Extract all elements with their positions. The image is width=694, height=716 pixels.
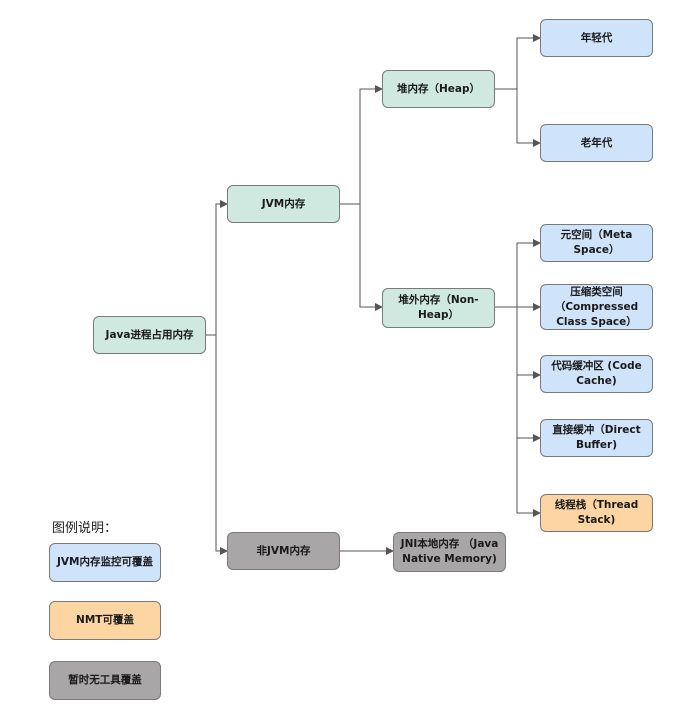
node-non-jvm-memory: 非JVM内存	[227, 532, 340, 570]
edge-heap-young	[495, 34, 541, 90]
edge-nonheap-code	[516, 307, 541, 379]
node-thread-stack: 线程栈（Thread Stack)	[540, 494, 653, 532]
edge-heap-old	[516, 89, 541, 147]
node-java-process-memory: Java进程占用内存	[93, 316, 206, 354]
node-metaspace: 元空间（Meta Space）	[540, 224, 653, 262]
edge-jvm-heap	[340, 85, 383, 205]
node-jni-native-memory: JNI本地内存 （Java Native Memory)	[393, 532, 506, 572]
node-heap: 堆内存（Heap）	[382, 70, 495, 108]
edge-root-nonjvm	[215, 335, 228, 555]
legend-title: 图例说明：	[52, 521, 118, 536]
node-old-generation: 老年代	[540, 124, 653, 162]
node-non-heap: 堆外内存（Non-Heap）	[382, 288, 495, 328]
node-code-cache: 代码缓冲区 (Code Cache)	[540, 355, 653, 393]
edge-nonheap-thread	[516, 438, 541, 517]
edge-nonheap-meta	[495, 239, 541, 308]
edge-jvm-nonheap	[359, 204, 383, 311]
edge-root-jvm	[206, 200, 228, 336]
legend-item-jvm-monitoring: JVM内存监控可覆盖	[49, 543, 161, 582]
legend-item-no-tool: 暂时无工具覆盖	[49, 661, 161, 700]
node-compressed-class-space: 压缩类空间（Compressed Class Space）	[540, 284, 653, 330]
edge-nonheap-direct	[516, 375, 541, 442]
node-direct-buffer: 直接缓冲（Direct Buffer)	[540, 419, 653, 457]
legend-item-nmt: NMT可覆盖	[49, 601, 161, 640]
node-young-generation: 年轻代	[540, 19, 653, 57]
node-jvm-memory: JVM内存	[227, 185, 340, 223]
